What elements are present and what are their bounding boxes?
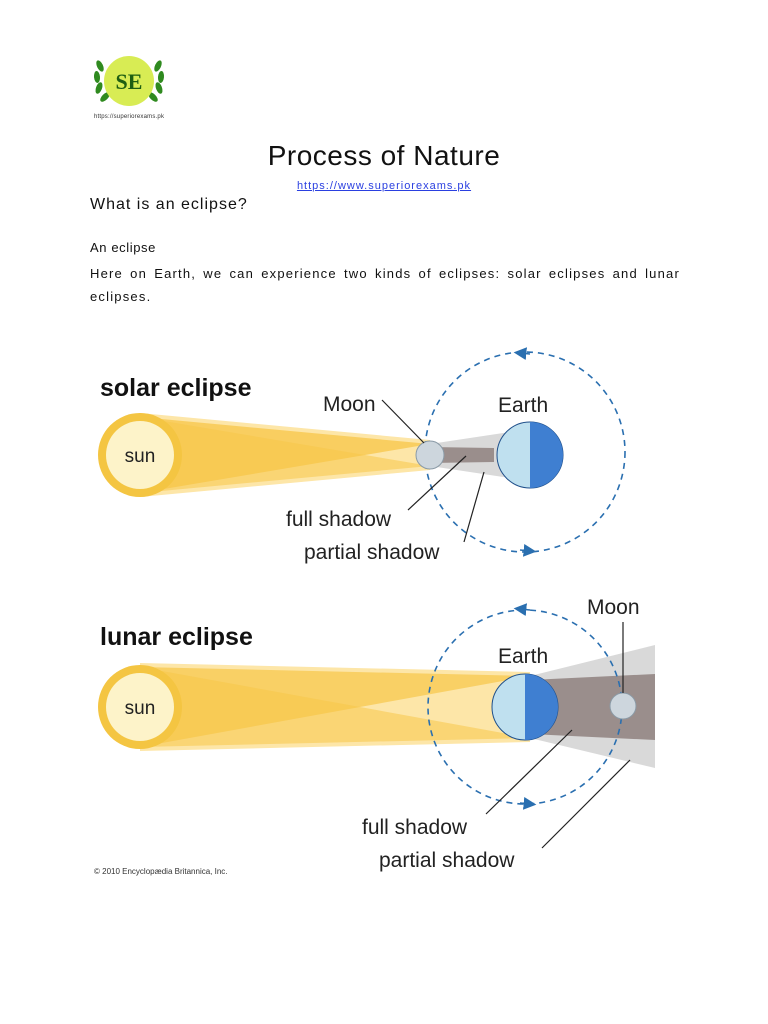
- solar-partial-shadow-label: partial shadow: [304, 541, 440, 564]
- solar-full-shadow: [430, 447, 494, 463]
- logo-url: https://superiorexams.pk: [94, 114, 165, 120]
- solar-partial-shadow-leader: [463, 471, 485, 543]
- lunar-sun-label: sun: [125, 698, 156, 719]
- lunar-full-shadow: [530, 674, 655, 740]
- lunar-sun: sun: [98, 665, 182, 749]
- solar-moon: [415, 440, 445, 470]
- lunar-orbit-arrow-bottom-icon: [519, 796, 537, 810]
- lunar-eclipse-heading: lunar eclipse: [100, 623, 253, 651]
- laurel-wreath-icon: [93, 60, 165, 102]
- solar-sun: sun: [98, 413, 182, 497]
- lunar-orbit-arrow-top-icon: [513, 603, 531, 617]
- solar-eclipse-panel: solar eclipse sun Moon Earth full shadow: [98, 347, 626, 564]
- solar-orbit-arrow-top-icon: [513, 347, 531, 361]
- subheading: An eclipse: [90, 240, 156, 255]
- logo-initials: SE: [116, 69, 143, 94]
- body-paragraph: Here on Earth, we can experience two kin…: [90, 266, 680, 304]
- question-heading: What is an eclipse?: [90, 196, 248, 213]
- solar-earth: [496, 421, 564, 489]
- eclipse-diagram: solar eclipse sun Moon Earth full shadow: [98, 347, 655, 872]
- copyright-notice: © 2010 Encyclopædia Britannica, Inc.: [94, 867, 228, 876]
- solar-moon-leader: [381, 399, 425, 444]
- solar-ray-lower: [140, 417, 430, 493]
- solar-eclipse-heading: solar eclipse: [100, 374, 252, 402]
- site-logo: SE https://superiorexams.pk: [88, 44, 188, 128]
- lunar-full-shadow-label: full shadow: [362, 816, 468, 839]
- lunar-moon-label: Moon: [587, 596, 640, 619]
- lunar-eclipse-panel: lunar eclipse sun Moon Earth full shadow: [98, 596, 655, 872]
- page-title: Process of Nature: [267, 140, 501, 171]
- solar-orbit-arrow-bottom-icon: [519, 543, 537, 557]
- solar-full-shadow-leader: [407, 455, 467, 511]
- logo-circle: [104, 56, 154, 106]
- solar-moon-label: Moon: [323, 393, 376, 416]
- lunar-full-shadow-leader: [485, 729, 573, 815]
- solar-earth-label: Earth: [498, 394, 548, 417]
- solar-full-shadow-label: full shadow: [286, 508, 392, 531]
- lunar-partial-shadow-label: partial shadow: [379, 849, 515, 872]
- lunar-partial-shadow-leader: [541, 759, 631, 849]
- site-link[interactable]: https://www.superiorexams.pk: [296, 180, 472, 192]
- lunar-ray-lower: [140, 667, 530, 747]
- lunar-moon: [609, 692, 637, 720]
- logo-emblem-icon: SE: [93, 56, 165, 106]
- lunar-earth: [491, 673, 559, 741]
- lunar-earth-label: Earth: [498, 645, 548, 668]
- solar-sun-label: sun: [125, 446, 156, 467]
